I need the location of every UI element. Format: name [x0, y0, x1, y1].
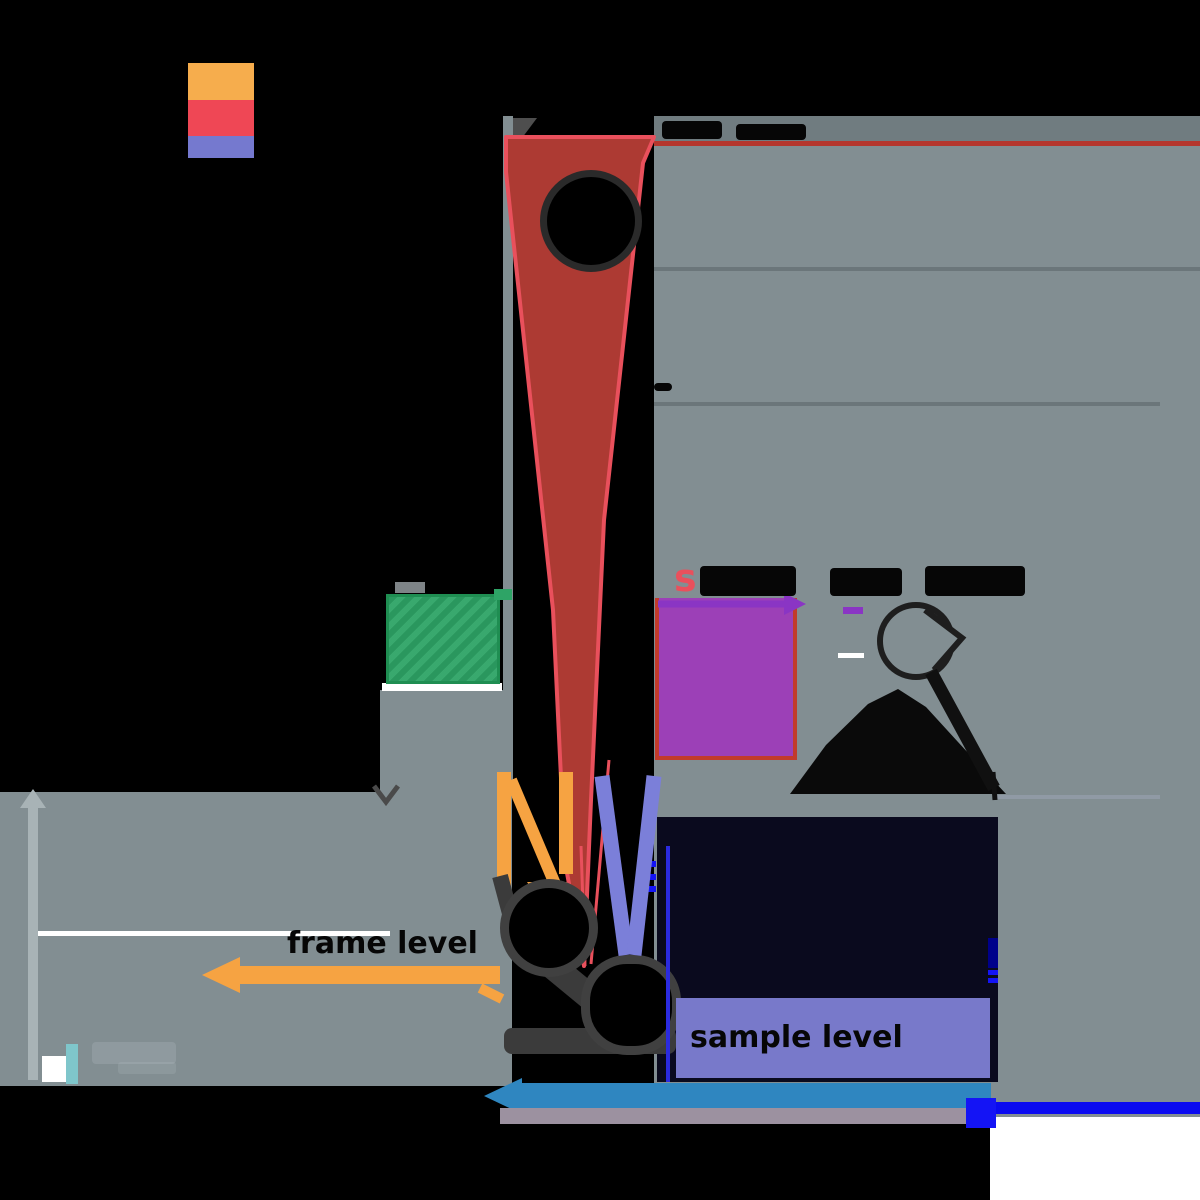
gray-vertical-line: [503, 116, 513, 792]
green-box: [386, 594, 500, 684]
legend: [188, 63, 254, 158]
obscured-dash: [654, 383, 672, 391]
left-gray-panel-upper: [380, 690, 512, 792]
white-corner: [990, 1117, 1200, 1200]
left-gray-panel: [0, 792, 512, 1086]
obscured-text-blob: [662, 121, 722, 139]
ghost-text: [118, 1062, 176, 1074]
circle-node-5: [581, 955, 681, 1055]
blue-bottom-bar: [968, 1102, 1200, 1114]
red-rule-line: [654, 141, 1200, 146]
legend-periwinkle-swatch: [188, 136, 254, 158]
periwinkle-box: sample level: [676, 998, 990, 1078]
gray-rule-line: [654, 402, 1160, 406]
frame-level-label: frame level: [287, 926, 478, 961]
purple-dash: [843, 607, 863, 614]
periwinkle-v-left: [594, 775, 634, 956]
blue-dash: [644, 861, 656, 867]
blue-accent-line: [988, 970, 998, 975]
circle-node-1: [540, 170, 642, 272]
orange-n-stroke: [505, 777, 561, 887]
mauve-strip: [500, 1108, 990, 1124]
sample-level-label: sample level: [690, 1020, 903, 1055]
gray-tick-mark: [395, 582, 425, 593]
purple-box: [655, 598, 797, 760]
blue-corner-square: [966, 1098, 996, 1128]
ghost-text: [92, 1042, 176, 1064]
legend-red-swatch: [188, 100, 254, 136]
teal-bar: [66, 1044, 78, 1084]
gray-wedge: [513, 118, 537, 150]
obscured-text-blob: [700, 566, 796, 596]
green-nub: [494, 589, 512, 600]
s-label: s: [674, 556, 697, 600]
obscured-text-blob: [830, 568, 902, 596]
white-stripe: [382, 683, 502, 691]
obscured-text-blob: [925, 566, 1025, 596]
obscured-text-blob: [736, 124, 806, 140]
circle-node-4: [500, 879, 598, 977]
gray-rule-line: [654, 267, 1200, 271]
white-dash: [838, 653, 864, 658]
legend-orange-swatch: [188, 63, 254, 100]
white-line: [38, 931, 390, 936]
blue-dash: [644, 886, 656, 892]
deep-blue-accent: [988, 938, 998, 968]
blue-accent-line: [988, 978, 998, 983]
blue-dash: [644, 874, 656, 880]
